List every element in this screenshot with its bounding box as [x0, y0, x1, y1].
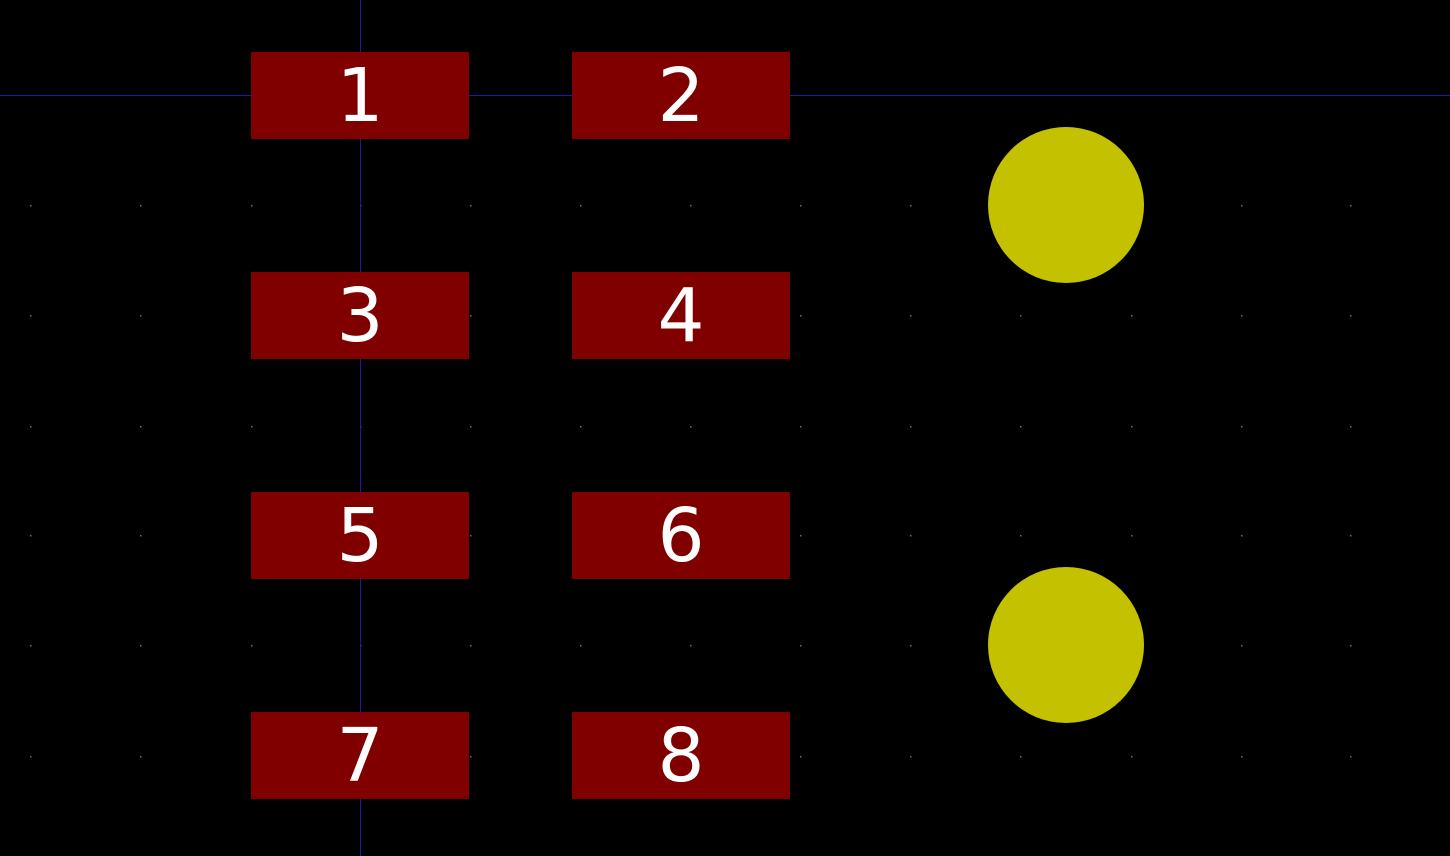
- grid-dot: [910, 756, 912, 758]
- grid-dot: [800, 205, 802, 207]
- grid-dot: [140, 426, 142, 428]
- grid-dot: [1350, 205, 1352, 207]
- grid-dot: [30, 205, 32, 207]
- grid-dot: [1131, 315, 1133, 317]
- grid-dot: [1241, 535, 1243, 537]
- grid-dot: [910, 315, 912, 317]
- grid-dot: [470, 426, 472, 428]
- grid-dot: [800, 756, 802, 758]
- grid-dot: [1350, 535, 1352, 537]
- pad-8[interactable]: 8: [572, 712, 790, 799]
- grid-dot: [30, 535, 32, 537]
- mounting-hole-top[interactable]: [988, 127, 1144, 283]
- grid-dot: [1241, 426, 1243, 428]
- grid-dot: [470, 205, 472, 207]
- grid-dot: [1350, 426, 1352, 428]
- grid-dot: [470, 315, 472, 317]
- grid-dot: [1241, 645, 1243, 647]
- grid-dot: [800, 426, 802, 428]
- y-axis-line: [360, 0, 361, 856]
- grid-dot: [800, 645, 802, 647]
- grid-dot: [30, 645, 32, 647]
- grid-dot: [690, 426, 692, 428]
- grid-dot: [1020, 315, 1022, 317]
- pad-4[interactable]: 4: [572, 272, 790, 359]
- pad-5[interactable]: 5: [251, 492, 469, 579]
- grid-dot: [30, 315, 32, 317]
- grid-dot: [251, 205, 253, 207]
- grid-dot: [251, 645, 253, 647]
- grid-dot: [580, 645, 582, 647]
- grid-dot: [910, 426, 912, 428]
- pad-7[interactable]: 7: [251, 712, 469, 799]
- grid-dot: [1241, 315, 1243, 317]
- grid-dot: [690, 205, 692, 207]
- pad-3[interactable]: 3: [251, 272, 469, 359]
- grid-dot: [470, 645, 472, 647]
- grid-dot: [1020, 756, 1022, 758]
- grid-dot: [140, 756, 142, 758]
- grid-dot: [580, 426, 582, 428]
- grid-dot: [1131, 535, 1133, 537]
- grid-dot: [690, 645, 692, 647]
- grid-dot: [30, 756, 32, 758]
- pad-2[interactable]: 2: [572, 52, 790, 139]
- grid-dot: [1350, 315, 1352, 317]
- grid-dot: [140, 315, 142, 317]
- grid-dot: [140, 205, 142, 207]
- grid-dot: [1350, 645, 1352, 647]
- grid-dot: [470, 535, 472, 537]
- grid-dot: [140, 645, 142, 647]
- pad-6[interactable]: 6: [572, 492, 790, 579]
- grid-dot: [1241, 756, 1243, 758]
- grid-dot: [1020, 426, 1022, 428]
- grid-dot: [800, 315, 802, 317]
- grid-dot: [1131, 756, 1133, 758]
- grid-dot: [910, 205, 912, 207]
- grid-dot: [1241, 205, 1243, 207]
- grid-dot: [30, 426, 32, 428]
- grid-dot: [470, 756, 472, 758]
- grid-dot: [1020, 535, 1022, 537]
- grid-dot: [910, 645, 912, 647]
- grid-dot: [910, 535, 912, 537]
- grid-dot: [580, 205, 582, 207]
- grid-dot: [800, 535, 802, 537]
- grid-dot: [1131, 426, 1133, 428]
- grid-dot: [251, 426, 253, 428]
- pad-1[interactable]: 1: [251, 52, 469, 139]
- grid-dot: [1350, 756, 1352, 758]
- mounting-hole-bottom[interactable]: [988, 567, 1144, 723]
- grid-dot: [140, 535, 142, 537]
